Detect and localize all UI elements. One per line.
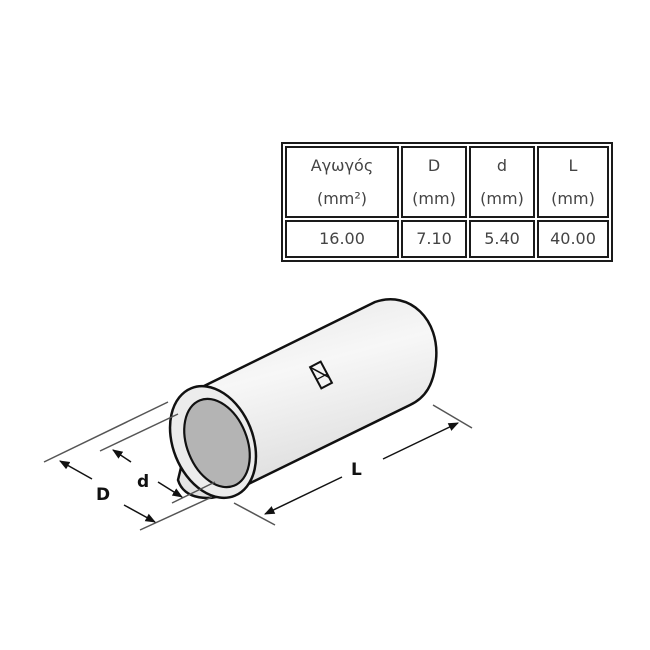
inspection-slot-icon: [308, 360, 334, 390]
inner-diameter-dimension: [99, 413, 216, 504]
cell-conductor: 16.00: [285, 220, 399, 258]
outer-diameter-dimension: [43, 401, 213, 531]
header-outer-diameter: D (mm): [401, 146, 467, 218]
header-inner-diameter-unit: (mm): [480, 189, 524, 208]
cell-length: 40.00: [537, 220, 609, 258]
header-inner-diameter: d (mm): [469, 146, 535, 218]
length-label: L: [351, 460, 362, 480]
header-length: L (mm): [537, 146, 609, 218]
table-header-row: Αγωγός (mm²) D (mm) d (mm) L (mm): [285, 146, 609, 218]
cell-outer-diameter: 7.10: [401, 220, 467, 258]
outer-diameter-label: D: [96, 485, 110, 505]
header-outer-diameter-title: D: [427, 156, 441, 175]
cell-inner-diameter: 5.40: [469, 220, 535, 258]
header-conductor-title: Αγωγός: [310, 156, 374, 175]
length-dimension: [233, 404, 473, 526]
header-conductor: Αγωγός (mm²): [285, 146, 399, 218]
cylinder-front-face: [168, 384, 258, 500]
header-length-unit: (mm): [551, 189, 595, 208]
header-outer-diameter-unit: (mm): [412, 189, 456, 208]
inner-diameter-label: d: [137, 472, 149, 492]
header-conductor-unit: (mm²): [316, 189, 368, 208]
header-length-title: L: [568, 156, 578, 175]
header-inner-diameter-title: d: [496, 156, 508, 175]
specifications-table: Αγωγός (mm²) D (mm) d (mm) L (mm) 16.00 …: [281, 142, 613, 262]
table-row: 16.00 7.10 5.40 40.00: [285, 220, 609, 258]
